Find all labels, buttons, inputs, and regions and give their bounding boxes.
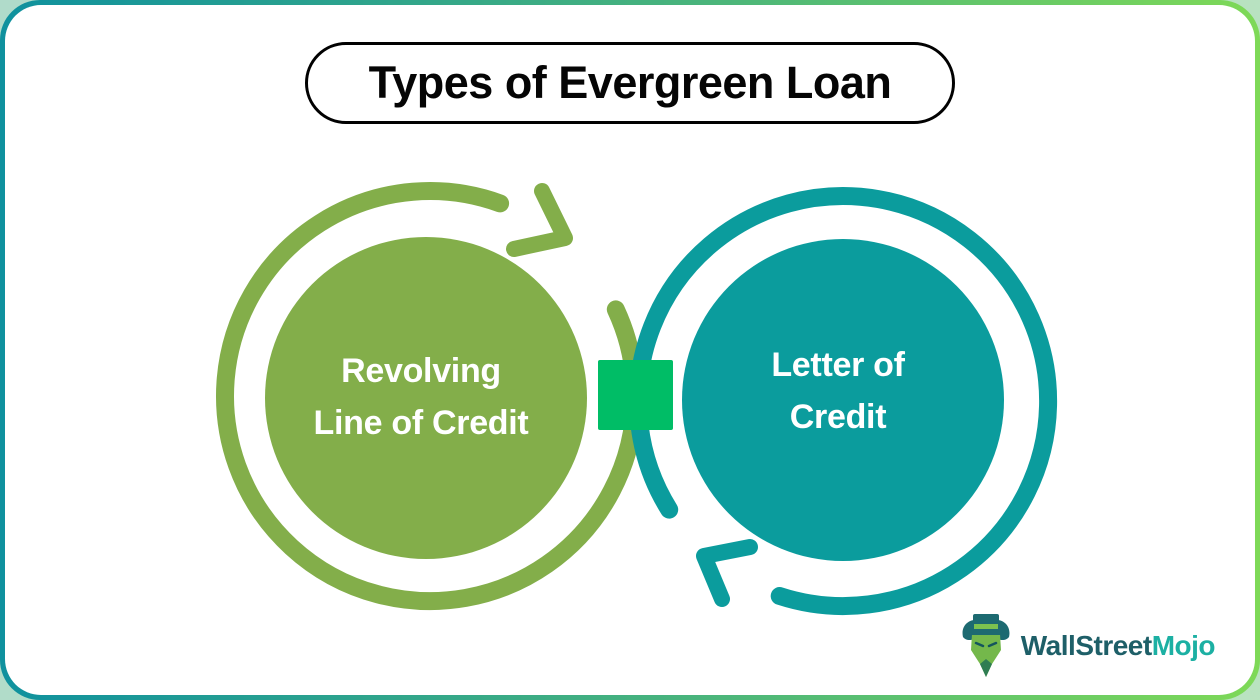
brand-name-accent: Mojo <box>1151 630 1216 661</box>
label-line: Line of Credit <box>313 404 529 442</box>
content-card: Types of Evergreen Loan Revolving <box>5 5 1255 695</box>
wallstreetmojo-bull-icon <box>962 614 1010 677</box>
revolving-line-of-credit-label: Revolving Line of Credit <box>256 345 586 449</box>
evergreen-loan-diagram <box>216 182 1058 615</box>
wallstreetmojo-wordmark: WallStreetMojo <box>1020 630 1216 662</box>
right-cycle-ring <box>629 187 1058 615</box>
title-pill: Types of Evergreen Loan <box>305 42 955 124</box>
label-line: Letter of <box>771 346 905 384</box>
page-title: Types of Evergreen Loan <box>368 57 892 108</box>
connector-square <box>598 360 673 430</box>
right-cycle-arrow-icon <box>696 539 758 607</box>
wallstreetmojo-logo: WallStreetMojo <box>960 613 1216 679</box>
left-cycle-arrow-icon <box>506 183 573 257</box>
left-cycle-ring <box>216 182 644 611</box>
brand-name-primary: WallStreet <box>1020 630 1152 661</box>
label-line: Credit <box>789 398 887 436</box>
label-line: Revolving <box>341 352 501 390</box>
revolving-line-of-credit-circle <box>265 237 587 559</box>
letter-of-credit-label: Letter of Credit <box>673 339 1003 443</box>
letter-of-credit-circle <box>682 239 1004 561</box>
